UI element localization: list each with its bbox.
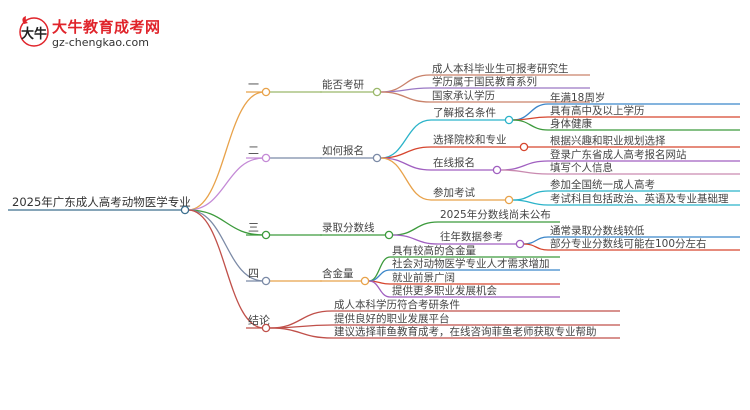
- branch-dot-2[interactable]: [261, 230, 271, 240]
- sub-leaf-link-1-2-1: [500, 169, 549, 175]
- sub-leaf-link-2-1-1: [523, 243, 549, 251]
- branch-label-4: 结论: [248, 313, 270, 327]
- sub-leaf-link-1-3-0: [512, 190, 549, 201]
- leaf-link-4-2: [269, 327, 333, 339]
- sub-leaf-label-1-2-0: 登录广东省成人高考报名网站: [550, 148, 687, 161]
- sub-leaf-label-1-1-0: 根据兴趣和职业规划选择: [550, 134, 666, 147]
- sub-leaf-label-1-3-0: 参加全国统一成人高考: [550, 178, 655, 191]
- leaf-link-4-1: [269, 324, 333, 329]
- sub-leaf-link-1-3-1: [512, 199, 549, 206]
- topic-label-2-0: 录取分数线: [322, 221, 375, 234]
- leaf-link-3-1: [368, 269, 391, 282]
- root-node-dot[interactable]: [180, 205, 190, 215]
- branch-label-3: 四: [248, 267, 259, 280]
- branch-label-1: 二: [248, 144, 259, 157]
- logo-mark-text: 大牛: [21, 26, 47, 42]
- leaf-label-3-0: 具有较高的含金量: [392, 244, 476, 257]
- sub-label-1-3: 参加考试: [433, 186, 475, 199]
- branch-link-4: [187, 209, 265, 329]
- branch-link-0: [187, 91, 265, 211]
- topic-label-3-0: 含金量: [322, 267, 354, 280]
- leaf-label-3-3: 提供更多职业发展机会: [392, 284, 497, 297]
- sub-link-1-0: [380, 119, 432, 159]
- bull-logo-icon: 大牛: [19, 16, 49, 47]
- sub-label-1-1: 选择院校和专业: [433, 133, 507, 146]
- leaf-label-0-1: 学历属于国民教育系列: [432, 75, 537, 88]
- topic-dot-0-0[interactable]: [372, 87, 382, 97]
- sub-label-2-0: 2025年分数线尚未公布: [440, 208, 551, 221]
- branch-dot-1[interactable]: [261, 153, 271, 163]
- sub-leaf-label-1-0-2: 身体健康: [550, 117, 592, 130]
- sub-link-2-1: [392, 234, 439, 245]
- leaf-label-4-2: 建议选择菲鱼教育成考，在线咨询菲鱼老师获取专业帮助: [334, 325, 597, 338]
- branch-link-1: [187, 157, 265, 211]
- sub-leaf-label-1-0-1: 具有高中及以上学历: [550, 104, 645, 117]
- topic-label-0-0: 能否考研: [322, 78, 364, 91]
- sub-leaf-link-1-0-2: [512, 119, 549, 131]
- site-logo: 大牛 大牛教育成考网 gz-chengkao.com: [18, 14, 228, 54]
- leaf-label-0-2: 国家承认学历: [432, 89, 495, 102]
- sub-dot-2-1[interactable]: [515, 239, 525, 249]
- root-topic: 2025年广东成人高考动物医学专业: [12, 195, 191, 209]
- sub-leaf-label-2-1-1: 部分专业分数线可能在100分左右: [550, 237, 707, 250]
- sub-link-2-0: [392, 221, 439, 236]
- leaf-link-3-3: [368, 280, 391, 298]
- branch-link-2: [187, 209, 265, 236]
- topic-label-1-0: 如何报名: [322, 144, 364, 157]
- topic-dot-1-0[interactable]: [372, 153, 382, 163]
- branch-link-3: [187, 209, 265, 282]
- sub-leaf-link-2-1-0: [523, 236, 549, 245]
- leaf-link-0-1: [380, 87, 431, 93]
- sub-label-1-2: 在线报名: [433, 156, 475, 169]
- sub-leaf-label-1-3-1: 考试科目包括政治、英语及专业基础理: [550, 192, 729, 205]
- sub-dot-1-3[interactable]: [504, 195, 514, 205]
- sub-label-1-0: 了解报名条件: [433, 106, 496, 119]
- topic-dot-2-0[interactable]: [384, 230, 394, 240]
- sub-leaf-label-1-2-1: 填写个人信息: [550, 161, 613, 174]
- branch-dot-3[interactable]: [261, 276, 271, 286]
- sub-leaf-label-1-0-0: 年满18周岁: [550, 91, 605, 104]
- leaf-label-3-2: 就业前景广阔: [392, 271, 455, 284]
- sub-leaf-link-1-2-0: [500, 160, 549, 171]
- branch-dot-0[interactable]: [261, 87, 271, 97]
- branch-dot-4[interactable]: [261, 323, 271, 333]
- sub-label-2-1: 往年数据参考: [440, 230, 503, 243]
- sub-leaf-label-2-1-0: 通常录取分数线较低: [550, 224, 645, 237]
- branch-label-2: 三: [248, 221, 259, 234]
- topic-dot-3-0[interactable]: [360, 276, 370, 286]
- sub-dot-1-1[interactable]: [519, 142, 529, 152]
- leaf-link-3-0: [368, 256, 391, 282]
- leaf-label-4-1: 提供良好的职业发展平台: [334, 312, 450, 325]
- leaf-label-3-1: 社会对动物医学专业人才需求增加: [392, 257, 550, 270]
- logo-title: 大牛教育成考网: [52, 18, 161, 36]
- sub-leaf-link-1-0-1: [512, 116, 549, 121]
- logo-url: gz-chengkao.com: [52, 36, 149, 49]
- sub-dot-1-0[interactable]: [504, 115, 514, 125]
- branch-label-0: 一: [248, 78, 259, 91]
- sub-dot-1-2[interactable]: [492, 165, 502, 175]
- leaf-link-0-2: [380, 91, 431, 103]
- sub-link-1-3: [380, 157, 432, 201]
- leaf-label-0-0: 成人本科毕业生可报考研究生: [432, 62, 569, 75]
- leaf-label-4-0: 成人本科学历符合考研条件: [334, 298, 460, 311]
